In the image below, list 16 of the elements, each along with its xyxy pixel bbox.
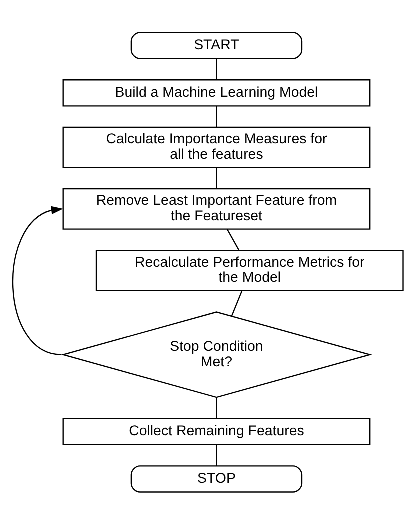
node-box: STOP — [130, 465, 303, 492]
node-box: START — [130, 32, 303, 59]
connector — [216, 106, 218, 127]
connector — [216, 58, 218, 80]
connector — [216, 397, 218, 418]
arrow — [12, 206, 64, 355]
connector — [216, 167, 218, 188]
node-box: Recalculate Performance Metrics for the Model — [96, 250, 404, 292]
connector — [231, 290, 243, 316]
connector — [216, 444, 218, 466]
connector — [226, 228, 240, 250]
node-box: Collect Remaining Features — [62, 418, 371, 445]
node-diamond: Stop Condition Met? — [61, 311, 372, 398]
node-box: Remove Least Important Feature from the Featureset — [62, 188, 371, 230]
node-box: Calculate Importance Measures for all the features — [62, 126, 371, 168]
node-box: Build a Machine Learning Model — [62, 79, 371, 106]
